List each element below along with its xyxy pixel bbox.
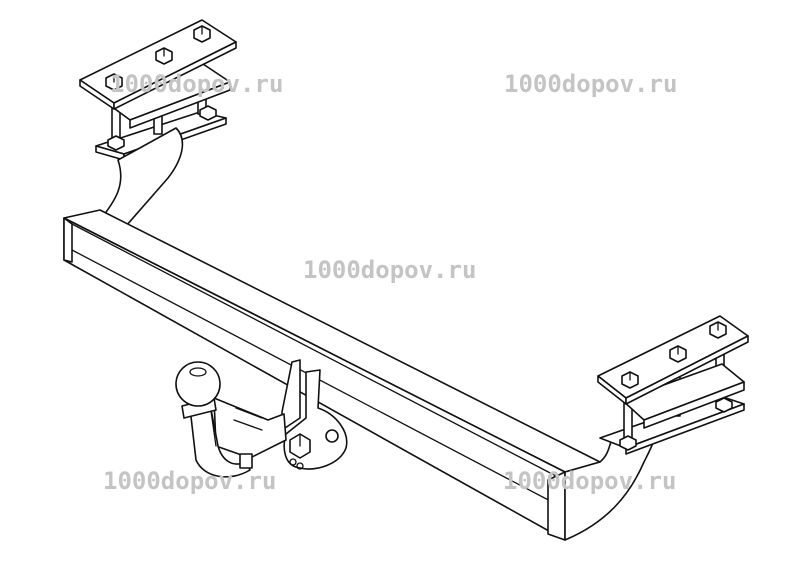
left-nut-2 — [155, 47, 173, 65]
right-nut-3 — [709, 321, 727, 339]
main-crossbar — [63, 209, 601, 541]
fork-plate-back — [281, 359, 301, 431]
left-mounting-plate-assembly — [79, 19, 237, 227]
tow-ball-assembly — [175, 359, 348, 478]
bracket-hole — [325, 429, 339, 443]
left-nut-3 — [193, 25, 211, 43]
tow-ball — [175, 361, 221, 407]
right-nut-5 — [715, 397, 733, 413]
right-nut-4 — [619, 435, 637, 451]
bracket-nut — [289, 433, 311, 459]
right-mounting-plate-assembly — [597, 315, 749, 455]
left-nut-1 — [105, 73, 123, 91]
right-nut-1 — [621, 371, 639, 389]
left-nut-5 — [199, 105, 217, 121]
ball-arm-bracket — [213, 397, 287, 459]
right-nut-2 — [669, 345, 687, 363]
neck-clamp — [239, 453, 253, 469]
left-nut-4 — [107, 135, 125, 151]
